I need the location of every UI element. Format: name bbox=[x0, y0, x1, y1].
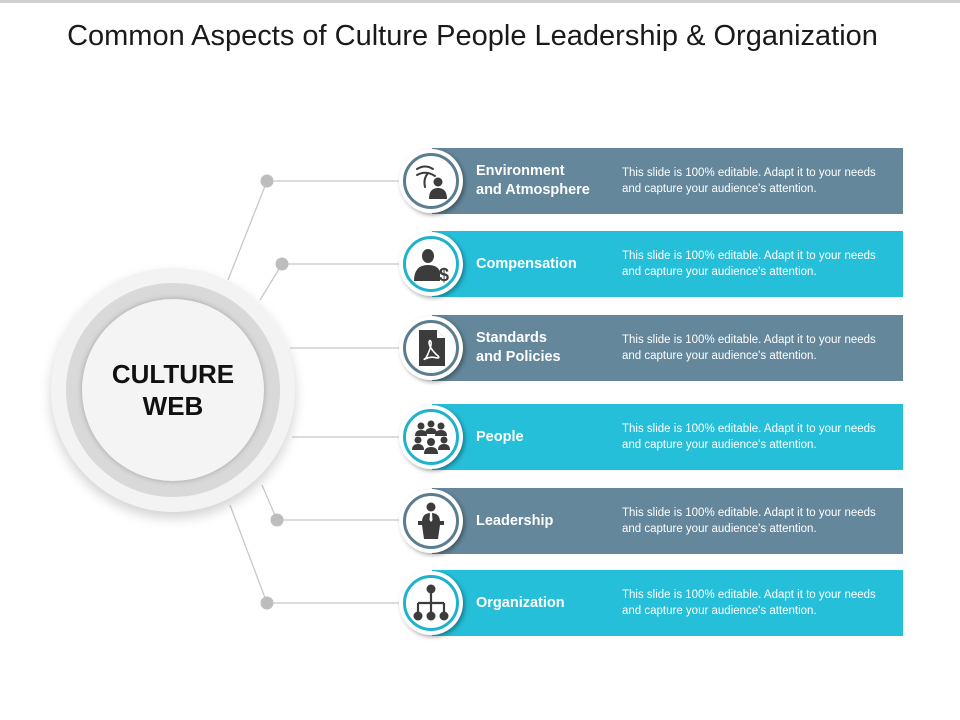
aspect-title: Compensation bbox=[476, 255, 577, 272]
connector-dot-6 bbox=[260, 596, 274, 610]
aspect-description: This slide is 100% editable. Adapt it to… bbox=[622, 167, 876, 195]
podium-speaker-icon bbox=[418, 502, 444, 539]
compensation-icon: $ bbox=[414, 249, 449, 284]
aspect-title: Leadership bbox=[476, 512, 554, 529]
aspect-title: Environment and Atmosphere bbox=[476, 163, 590, 198]
aspect-badge bbox=[399, 489, 463, 553]
slide-title: Common Aspects of Culture People Leaders… bbox=[67, 20, 878, 52]
top-rule bbox=[0, 0, 960, 3]
aspect-bar bbox=[432, 488, 903, 554]
aspect-description: This slide is 100% editable. Adapt it to… bbox=[622, 250, 876, 278]
hub-center: CULTURE WEB bbox=[82, 299, 264, 481]
environment-icon bbox=[416, 165, 447, 199]
aspect-description: This slide is 100% editable. Adapt it to… bbox=[622, 334, 876, 362]
aspect-title: People bbox=[476, 428, 524, 445]
people-group-icon bbox=[412, 420, 450, 454]
aspect-row-organization: Organization This slide is 100% editable… bbox=[0, 570, 960, 636]
aspect-badge bbox=[399, 316, 463, 380]
aspect-row-compensation: $ Compensation This slide is 100% editab… bbox=[0, 231, 960, 297]
aspect-description: This slide is 100% editable. Adapt it to… bbox=[622, 589, 876, 617]
aspect-description: This slide is 100% editable. Adapt it to… bbox=[622, 507, 876, 535]
aspect-title: Standards and Policies bbox=[476, 330, 561, 365]
aspect-badge bbox=[399, 571, 463, 635]
hub-ring: CULTURE WEB bbox=[66, 283, 280, 497]
org-chart-icon bbox=[413, 584, 449, 621]
aspect-bar bbox=[432, 570, 903, 636]
aspect-row-environment: Environment and Atmosphere This slide is… bbox=[0, 148, 960, 214]
aspect-bar bbox=[432, 148, 903, 214]
aspect-description: This slide is 100% editable. Adapt it to… bbox=[622, 423, 876, 451]
aspect-row-leadership: Leadership This slide is 100% editable. … bbox=[0, 488, 960, 554]
aspect-badge: $ bbox=[399, 232, 463, 296]
aspect-title: Organization bbox=[476, 594, 565, 611]
document-icon bbox=[419, 330, 445, 366]
aspect-row-people: People This slide is 100% editable. Adap… bbox=[0, 404, 960, 470]
hub-label: CULTURE WEB bbox=[111, 359, 235, 421]
connector-dot-2 bbox=[275, 257, 289, 271]
aspect-bar bbox=[432, 315, 903, 381]
aspect-bar bbox=[432, 404, 903, 470]
connector-dot-1 bbox=[260, 174, 274, 188]
aspect-row-standards: Standards and Policies This slide is 100… bbox=[0, 315, 960, 381]
svg-text:$: $ bbox=[439, 265, 449, 284]
aspect-bar bbox=[432, 231, 903, 297]
culture-web-hub: CULTURE WEB bbox=[51, 268, 295, 512]
aspect-badge bbox=[399, 405, 463, 469]
connector-dot-5 bbox=[270, 513, 284, 527]
aspect-badge bbox=[399, 149, 463, 213]
